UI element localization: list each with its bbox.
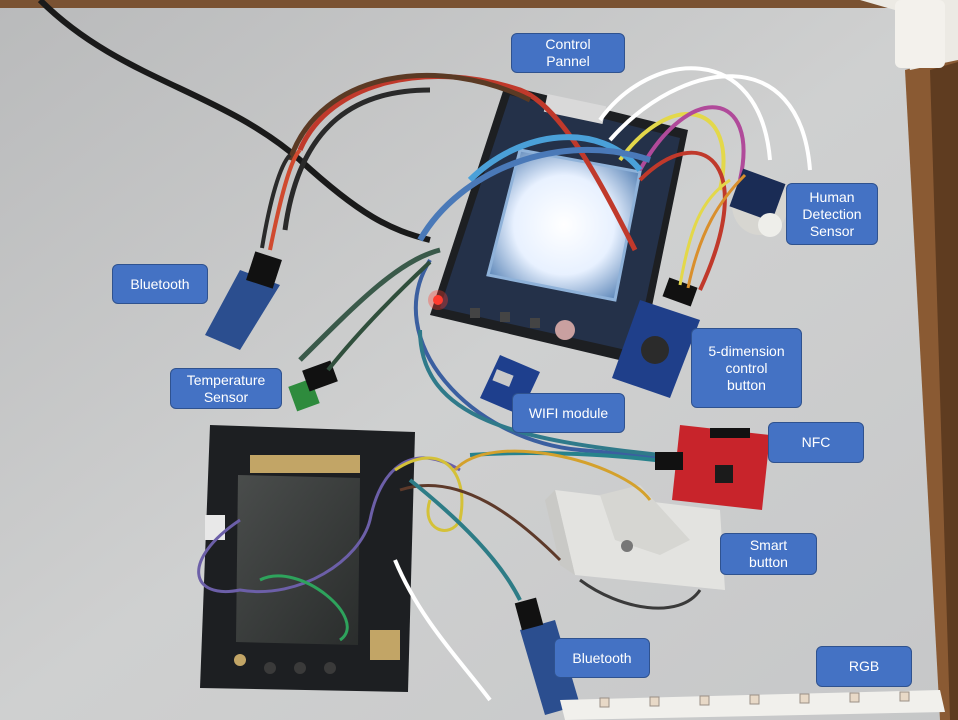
label-bluetooth-bottom: Bluetooth: [554, 638, 650, 678]
temperature-sensor: [288, 260, 432, 412]
human-detection-sensor: [729, 168, 788, 237]
label-human-detection-sensor: Human Detection Sensor: [786, 183, 878, 245]
rgb-led-strip: [560, 690, 945, 720]
five-dimension-module: [612, 173, 747, 398]
label-rgb: RGB: [816, 646, 912, 687]
label-bluetooth-top: Bluetooth: [112, 264, 208, 304]
bluetooth-bottom-module: [514, 597, 580, 715]
label-five-dimension-button: 5-dimension control button: [691, 328, 802, 408]
smart-button-box: [545, 485, 725, 610]
label-temperature-sensor: Temperature Sensor: [170, 368, 282, 409]
bluetooth-top-module: [205, 148, 302, 350]
label-smart-button: Smart button: [720, 533, 817, 575]
wood-frame-top: [0, 0, 958, 8]
black-cable: [37, 0, 431, 243]
label-nfc: NFC: [768, 422, 864, 463]
label-wifi-module: WIFI module: [512, 393, 625, 433]
label-control-panel: Control Pannel: [511, 33, 625, 73]
bottom-board: [200, 425, 415, 692]
